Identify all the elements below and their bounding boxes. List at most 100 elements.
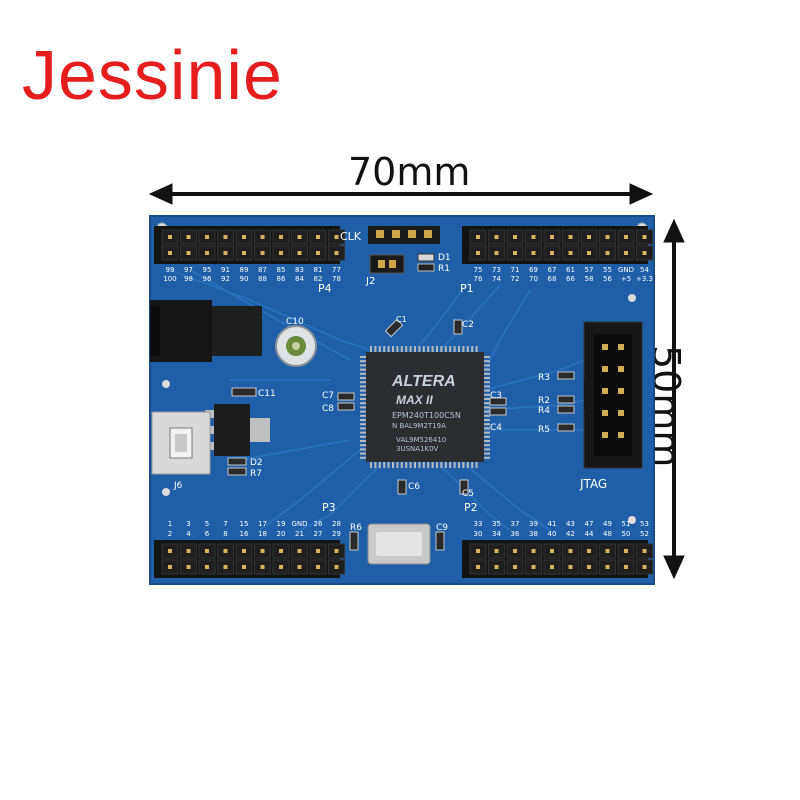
pin-label: 90 bbox=[240, 275, 249, 283]
jtag-connector bbox=[583, 321, 643, 469]
pin-label: 52 bbox=[640, 530, 649, 538]
c7-label: C7 bbox=[322, 391, 334, 401]
pin-label: 50 bbox=[622, 530, 631, 538]
pin-label: 71 bbox=[511, 266, 520, 274]
pin-label: 67 bbox=[548, 266, 557, 274]
c1-label: C1 bbox=[396, 315, 407, 324]
width-dimension-arrow bbox=[148, 183, 654, 205]
header-p1-label: P1 bbox=[460, 282, 474, 295]
c9-label: C9 bbox=[436, 523, 448, 533]
pin-label: 58 bbox=[585, 275, 594, 283]
c4-label: C4 bbox=[490, 423, 502, 433]
pin-label: 43 bbox=[566, 520, 575, 528]
pin-label: 81 bbox=[314, 266, 323, 274]
pin-label: 100 bbox=[163, 275, 176, 283]
r1-label: R1 bbox=[438, 264, 450, 274]
pin-label: 66 bbox=[566, 275, 575, 283]
pin-headers: 9910097989596919289908788858683848182777… bbox=[154, 226, 653, 578]
pin-label: 98 bbox=[184, 275, 193, 283]
pin-label: 34 bbox=[492, 530, 501, 538]
pin-label: 92 bbox=[221, 275, 230, 283]
pin-label: 7 bbox=[223, 520, 227, 528]
pin-label: 51 bbox=[622, 520, 631, 528]
pin-label: 5 bbox=[205, 520, 209, 528]
pin-label: 29 bbox=[332, 530, 341, 538]
header-p4-label: P4 bbox=[318, 282, 332, 295]
pin-label: 95 bbox=[203, 266, 212, 274]
pin-label: 16 bbox=[240, 530, 249, 538]
header-p3-label: P3 bbox=[322, 501, 336, 514]
pin-label: 89 bbox=[240, 266, 249, 274]
pin-label: 35 bbox=[492, 520, 501, 528]
pin-label: 20 bbox=[277, 530, 286, 538]
c11-label: C11 bbox=[258, 389, 276, 399]
usb-connector-j6 bbox=[151, 411, 211, 475]
pin-label: 68 bbox=[548, 275, 557, 283]
clk-pin-strip bbox=[368, 226, 440, 244]
chip-line-2: N BAL9M2T19A bbox=[392, 422, 446, 430]
d2-label: D2 bbox=[250, 458, 263, 468]
pin-label: 69 bbox=[529, 266, 538, 274]
pin-label: 49 bbox=[603, 520, 612, 528]
pin-label: 18 bbox=[258, 530, 267, 538]
pin-label: 75 bbox=[474, 266, 483, 274]
pin-label: 84 bbox=[295, 275, 304, 283]
pin-label: 15 bbox=[240, 520, 249, 528]
c2-label: C2 bbox=[462, 320, 474, 330]
pin-label: 55 bbox=[603, 266, 612, 274]
pin-label: 39 bbox=[529, 520, 538, 528]
r2-label: R2 bbox=[538, 396, 550, 406]
pin-label: 3 bbox=[186, 520, 190, 528]
pin-label: 61 bbox=[566, 266, 575, 274]
c3-label: C3 bbox=[490, 391, 502, 401]
d1-label: D1 bbox=[438, 253, 451, 263]
pin-label: 74 bbox=[492, 275, 501, 283]
pin-label: 41 bbox=[548, 520, 557, 528]
pin-label: 30 bbox=[474, 530, 483, 538]
pin-label: 47 bbox=[585, 520, 594, 528]
pin-label: 82 bbox=[314, 275, 323, 283]
pin-label: GND bbox=[618, 266, 634, 274]
pin-label: +5 bbox=[621, 275, 631, 283]
pin-label: 57 bbox=[585, 266, 594, 274]
pin-label: 73 bbox=[492, 266, 501, 274]
r6-label: R6 bbox=[350, 523, 362, 533]
j6-label: J6 bbox=[173, 481, 183, 491]
jumper-j2 bbox=[369, 254, 405, 274]
r5-label: R5 bbox=[538, 425, 550, 435]
pin-label: 91 bbox=[221, 266, 230, 274]
pin-label: 26 bbox=[314, 520, 323, 528]
pin-label: 72 bbox=[511, 275, 520, 283]
pin-label: 99 bbox=[166, 266, 175, 274]
pin-label: 28 bbox=[332, 520, 341, 528]
pin-label: 27 bbox=[314, 530, 323, 538]
r3-label: R3 bbox=[538, 373, 550, 383]
pin-label: 1 bbox=[168, 520, 172, 528]
c8-label: C8 bbox=[322, 404, 334, 414]
cpld-chip: ALTERA MAX II EPM240T100C5N N BAL9M2T19A… bbox=[360, 346, 490, 468]
header-p2-label: P2 bbox=[464, 501, 478, 514]
jtag-label: JTAG bbox=[579, 477, 607, 491]
c6-label: C6 bbox=[408, 482, 420, 492]
pin-label: 88 bbox=[258, 275, 267, 283]
pin-label: 48 bbox=[603, 530, 612, 538]
pin-label: 97 bbox=[184, 266, 193, 274]
width-dimension-label: 70mm bbox=[348, 150, 471, 194]
pin-label: 54 bbox=[640, 266, 649, 274]
pin-label: 17 bbox=[258, 520, 267, 528]
pin-label: 53 bbox=[640, 520, 649, 528]
pin-label: +3.3 bbox=[636, 275, 653, 283]
pin-label: 78 bbox=[332, 275, 341, 283]
pin-label: 44 bbox=[585, 530, 594, 538]
crystal-oscillator bbox=[367, 523, 431, 565]
pin-label: 8 bbox=[223, 530, 227, 538]
r7-label: R7 bbox=[250, 469, 262, 479]
pin-label: 4 bbox=[186, 530, 191, 538]
chip-line-4: 3USNA1K0V bbox=[396, 445, 439, 453]
chip-line-1: EPM240T100C5N bbox=[392, 411, 461, 420]
height-dimension-arrow bbox=[663, 218, 685, 580]
pin-label: 83 bbox=[295, 266, 304, 274]
